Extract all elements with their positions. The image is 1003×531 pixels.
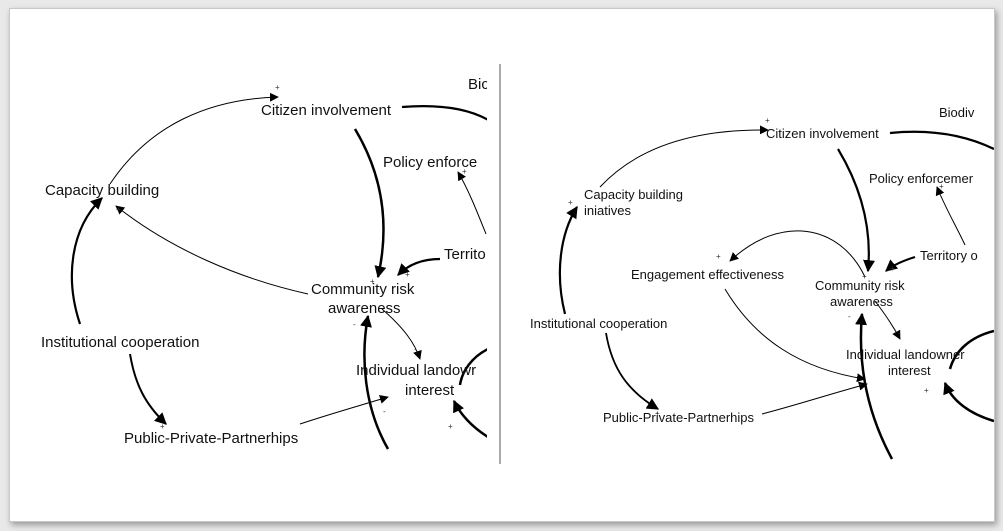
node-community-risk-awareness-line2: awareness	[328, 300, 401, 317]
arrow-loop-to-community	[360, 314, 390, 450]
node-territory: Territo	[444, 246, 486, 263]
node-engagement-effectiveness: Engagement effectiveness	[631, 267, 784, 282]
sign-minus: -	[859, 380, 862, 389]
sign-plus: +	[890, 264, 895, 273]
sign-plus: +	[924, 386, 929, 395]
node-capacity-building-initiatives-line2: iniatives	[584, 203, 631, 218]
right-diagram: + + + + + + + - - - + Biodiv Citizen inv…	[530, 105, 994, 460]
sign-plus: +	[765, 116, 770, 125]
sign-plus: +	[655, 409, 660, 418]
arrow-institutional-to-ppp	[605, 332, 660, 410]
sign-plus: +	[405, 270, 410, 279]
arrow-ppp-to-landowner	[299, 395, 389, 425]
node-community-risk-awareness: Community risk	[815, 278, 905, 293]
arrow-capacity-to-citizen	[109, 92, 279, 185]
causal-loop-diagrams: + + + + + + - - - + Bic Citizen involvem…	[41, 64, 994, 464]
node-capacity-building-initiatives: Capacity building	[584, 187, 683, 202]
sign-plus: +	[462, 167, 467, 176]
sign-minus: -	[383, 407, 386, 416]
sign-plus: +	[862, 272, 867, 281]
arrow-citizen-to-community	[837, 148, 875, 273]
arrow-citizen-to-biodiv	[889, 130, 994, 150]
node-individual-landowner-interest-line2: interest	[405, 382, 455, 399]
arrow-ppp-to-landowner	[761, 381, 868, 415]
sign-plus: +	[939, 182, 944, 191]
node-individual-landowner-interest: Individual landowner	[846, 347, 965, 362]
arrow-citizen-to-community	[353, 128, 387, 279]
node-community-risk-awareness-line2: awareness	[830, 294, 893, 309]
node-policy-enforcement: Policy enforcemer	[869, 171, 974, 186]
left-diagram: + + + + + + - - - + Bic Citizen involvem…	[41, 76, 489, 450]
arrow-territory-to-community	[397, 257, 441, 276]
sign-plus: +	[116, 205, 121, 214]
diagram-frame: + + + + + + - - - + Bic Citizen involvem…	[9, 8, 995, 522]
arrow-right-loop-top	[458, 348, 487, 386]
sign-minus: -	[898, 329, 901, 338]
node-public-private-partnerships: Public-Private-Partnerhips	[124, 430, 298, 447]
node-institutional-cooperation: Institutional cooperation	[41, 334, 199, 351]
arrow-capacity-to-citizen	[599, 125, 769, 188]
arrow-citizen-to-biodiv	[401, 105, 487, 121]
node-citizen-involvement: Citizen involvement	[261, 102, 392, 119]
node-institutional-cooperation: Institutional cooperation	[530, 316, 667, 331]
node-individual-landowner-interest-line2: interest	[888, 363, 931, 378]
sign-plus: +	[275, 83, 280, 92]
arrow-to-policy-enforcement	[457, 171, 487, 235]
sign-plus: +	[716, 252, 721, 261]
arrow-territory-to-community	[885, 256, 916, 272]
arrow-to-policy-enforcement	[935, 186, 966, 246]
arrow-right-loop-bottom	[452, 399, 487, 438]
arrow-institutional-to-capacity	[558, 205, 578, 315]
sign-plus: +	[448, 422, 453, 431]
sign-plus: +	[370, 277, 375, 286]
arrow-right-loop-bottom	[943, 381, 994, 423]
sign-minus: -	[414, 345, 417, 354]
arrow-institutional-to-capacity	[70, 197, 103, 325]
arrow-community-to-capacity	[115, 205, 309, 295]
arrow-community-to-landowner	[874, 300, 901, 340]
arrow-community-to-engagement	[729, 230, 866, 278]
arrow-institutional-to-ppp	[129, 353, 167, 425]
sign-plus: +	[160, 422, 165, 431]
node-public-private-partnerships: Public-Private-Partnerhips	[603, 410, 755, 425]
node-policy-enforcement: Policy enforce	[383, 154, 477, 171]
sign-minus: -	[848, 312, 851, 321]
sign-minus: -	[353, 320, 356, 329]
node-territory: Territory o	[920, 248, 978, 263]
arrow-loop-to-community	[855, 312, 894, 460]
node-biodiversity: Biodiv	[939, 105, 975, 120]
node-capacity-building: Capacity building	[45, 182, 159, 199]
node-individual-landowner-interest: Individual landowr	[356, 362, 476, 379]
arrow-right-loop-top	[948, 329, 994, 370]
node-community-risk-awareness: Community risk	[311, 281, 415, 298]
arrow-engagement-to-landowner	[724, 288, 866, 383]
node-biodiversity: Bic	[468, 76, 489, 93]
arrow-community-to-landowner	[381, 308, 422, 360]
sign-plus: +	[568, 198, 573, 207]
node-citizen-involvement: Citizen involvement	[766, 126, 879, 141]
